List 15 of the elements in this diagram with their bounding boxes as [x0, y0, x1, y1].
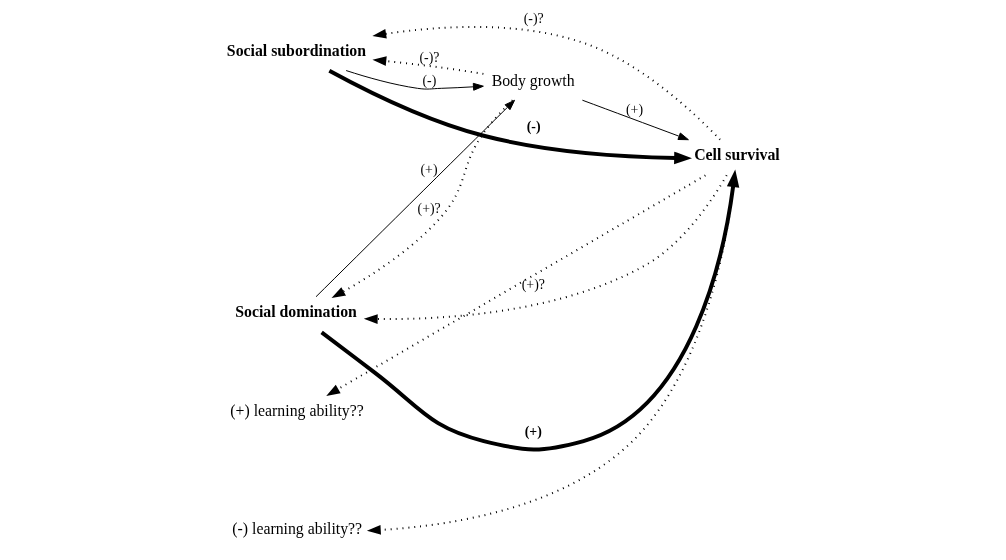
node-text: (+) learning ability??: [229, 402, 364, 420]
edge-label: (-)?: [523, 11, 544, 27]
edge-label: (-): [526, 119, 541, 135]
node-text: Social subordination: [226, 41, 366, 59]
edge-label: (+)?: [521, 277, 545, 293]
edge-label: (+)?: [417, 201, 441, 217]
node-text: (-) learning ability??: [231, 519, 362, 537]
node-text: Social domination: [234, 303, 357, 321]
edge-label: (+): [524, 424, 542, 440]
node-text: Cell survival: [693, 146, 780, 164]
edge-label: (+): [625, 102, 643, 118]
edge-label: (-)?: [419, 49, 439, 65]
edge-label: (-): [421, 72, 436, 88]
node-text: Body growth: [491, 72, 575, 90]
edge-label: (+): [420, 162, 438, 178]
